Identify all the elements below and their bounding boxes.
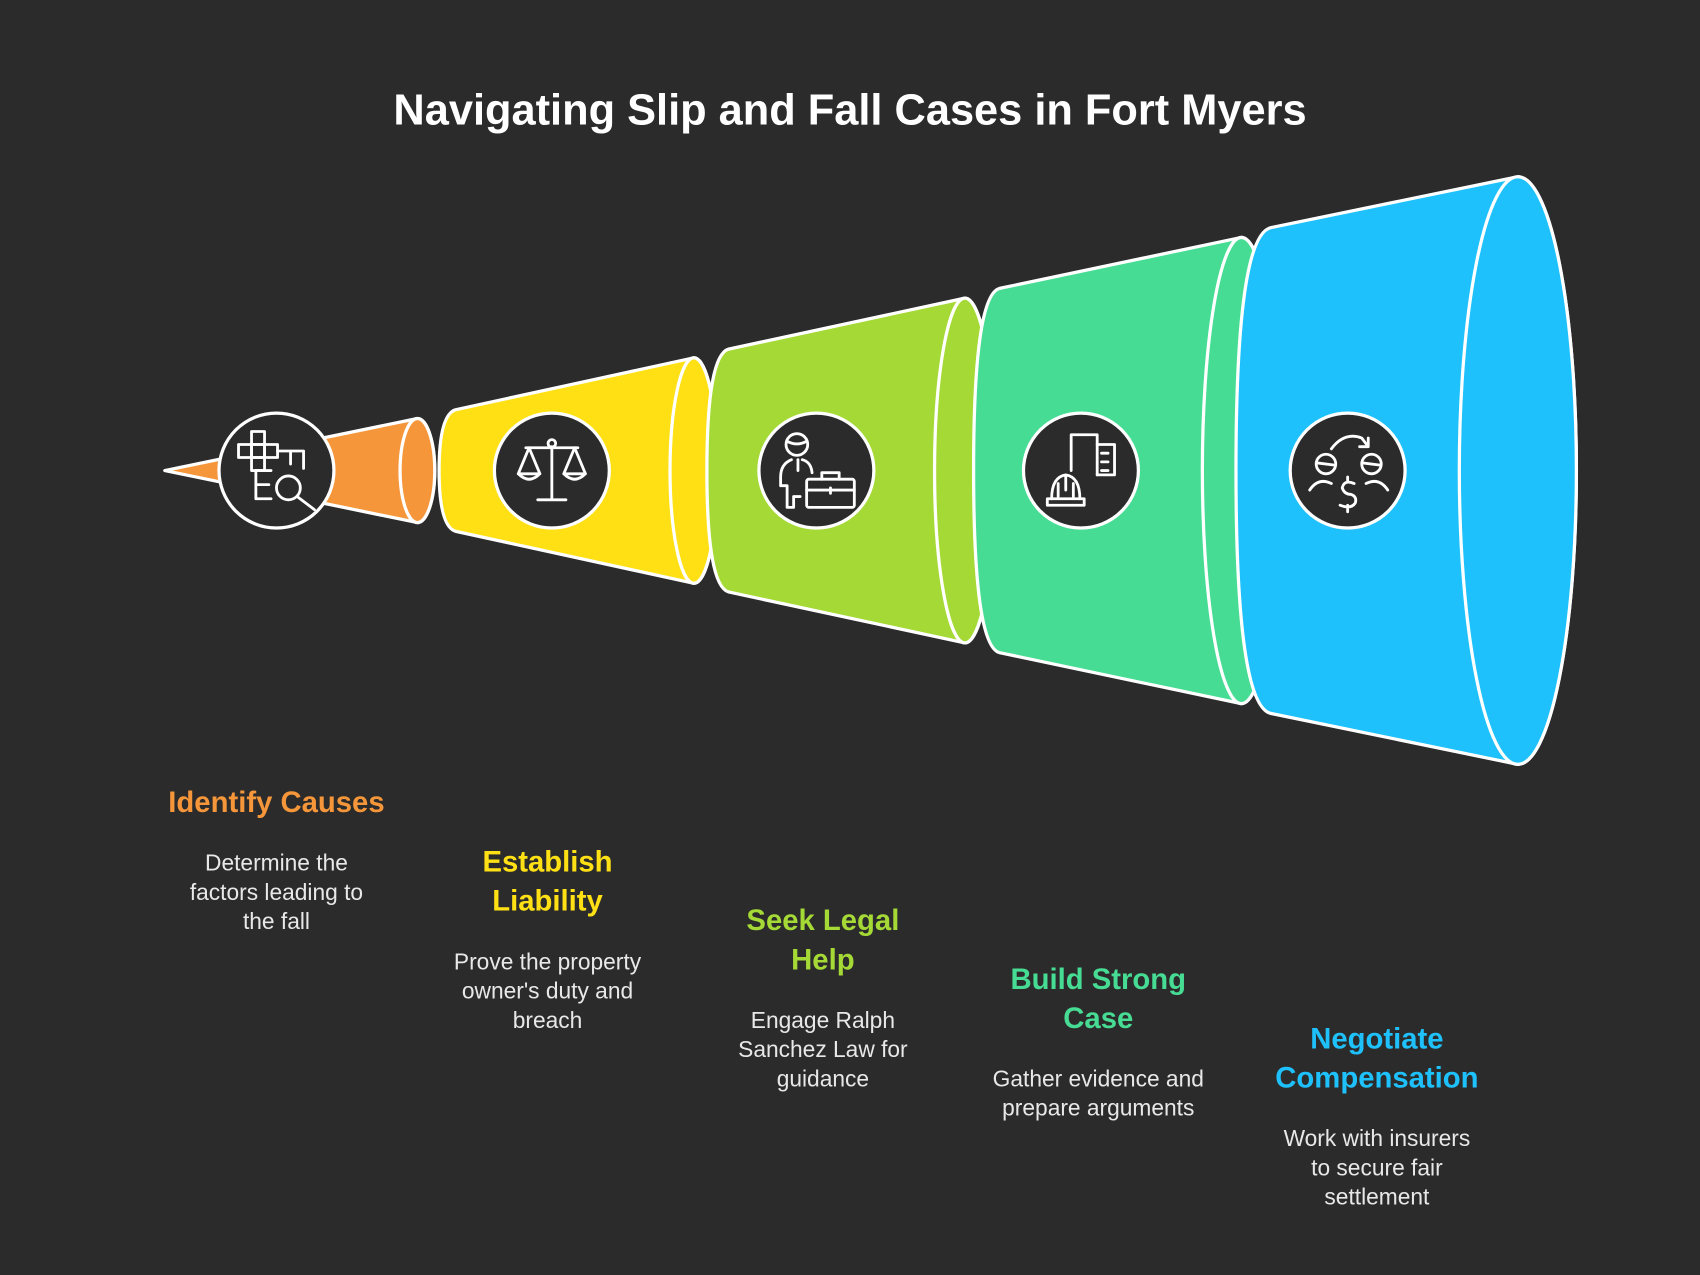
step-title: Negotiate — [1310, 1023, 1443, 1055]
step-title: Establish — [482, 847, 612, 879]
step-description: breach — [513, 1007, 583, 1033]
step-description: Engage Ralph — [751, 1007, 895, 1033]
building-hardhat-icon — [1021, 411, 1141, 530]
step-title: Compensation — [1275, 1062, 1478, 1094]
segment-rim — [398, 416, 437, 525]
negotiation-money-icon — [1288, 411, 1407, 530]
step-description: prepare arguments — [1002, 1095, 1194, 1121]
step-description: Sanchez Law for — [738, 1036, 908, 1062]
step-title: Seek Legal — [746, 905, 899, 937]
step-title: Case — [1063, 1003, 1133, 1035]
segment-rim — [1457, 175, 1579, 766]
step-description: the fall — [243, 908, 310, 934]
step-description: Prove the property — [454, 948, 642, 974]
step-description: factors leading to — [190, 879, 363, 905]
step-title: Liability — [492, 886, 603, 918]
step-description: guidance — [777, 1065, 869, 1091]
step-description: Determine the — [205, 850, 348, 876]
step-description: owner's duty and — [462, 978, 633, 1004]
step-description: to secure fair — [1311, 1154, 1443, 1180]
puzzle-magnifier-icon — [217, 411, 336, 530]
step-description: settlement — [1324, 1184, 1430, 1210]
page-title: Navigating Slip and Fall Cases in Fort M… — [393, 87, 1306, 135]
scales-of-justice-icon — [492, 411, 611, 530]
step-description: Gather evidence and — [993, 1065, 1204, 1091]
step-title: Build Strong — [1010, 964, 1186, 996]
step-title: Identify Causes — [168, 787, 384, 819]
lawyer-briefcase-icon — [757, 411, 876, 530]
step-title: Help — [791, 944, 854, 976]
step-description: Work with insurers — [1284, 1125, 1471, 1151]
